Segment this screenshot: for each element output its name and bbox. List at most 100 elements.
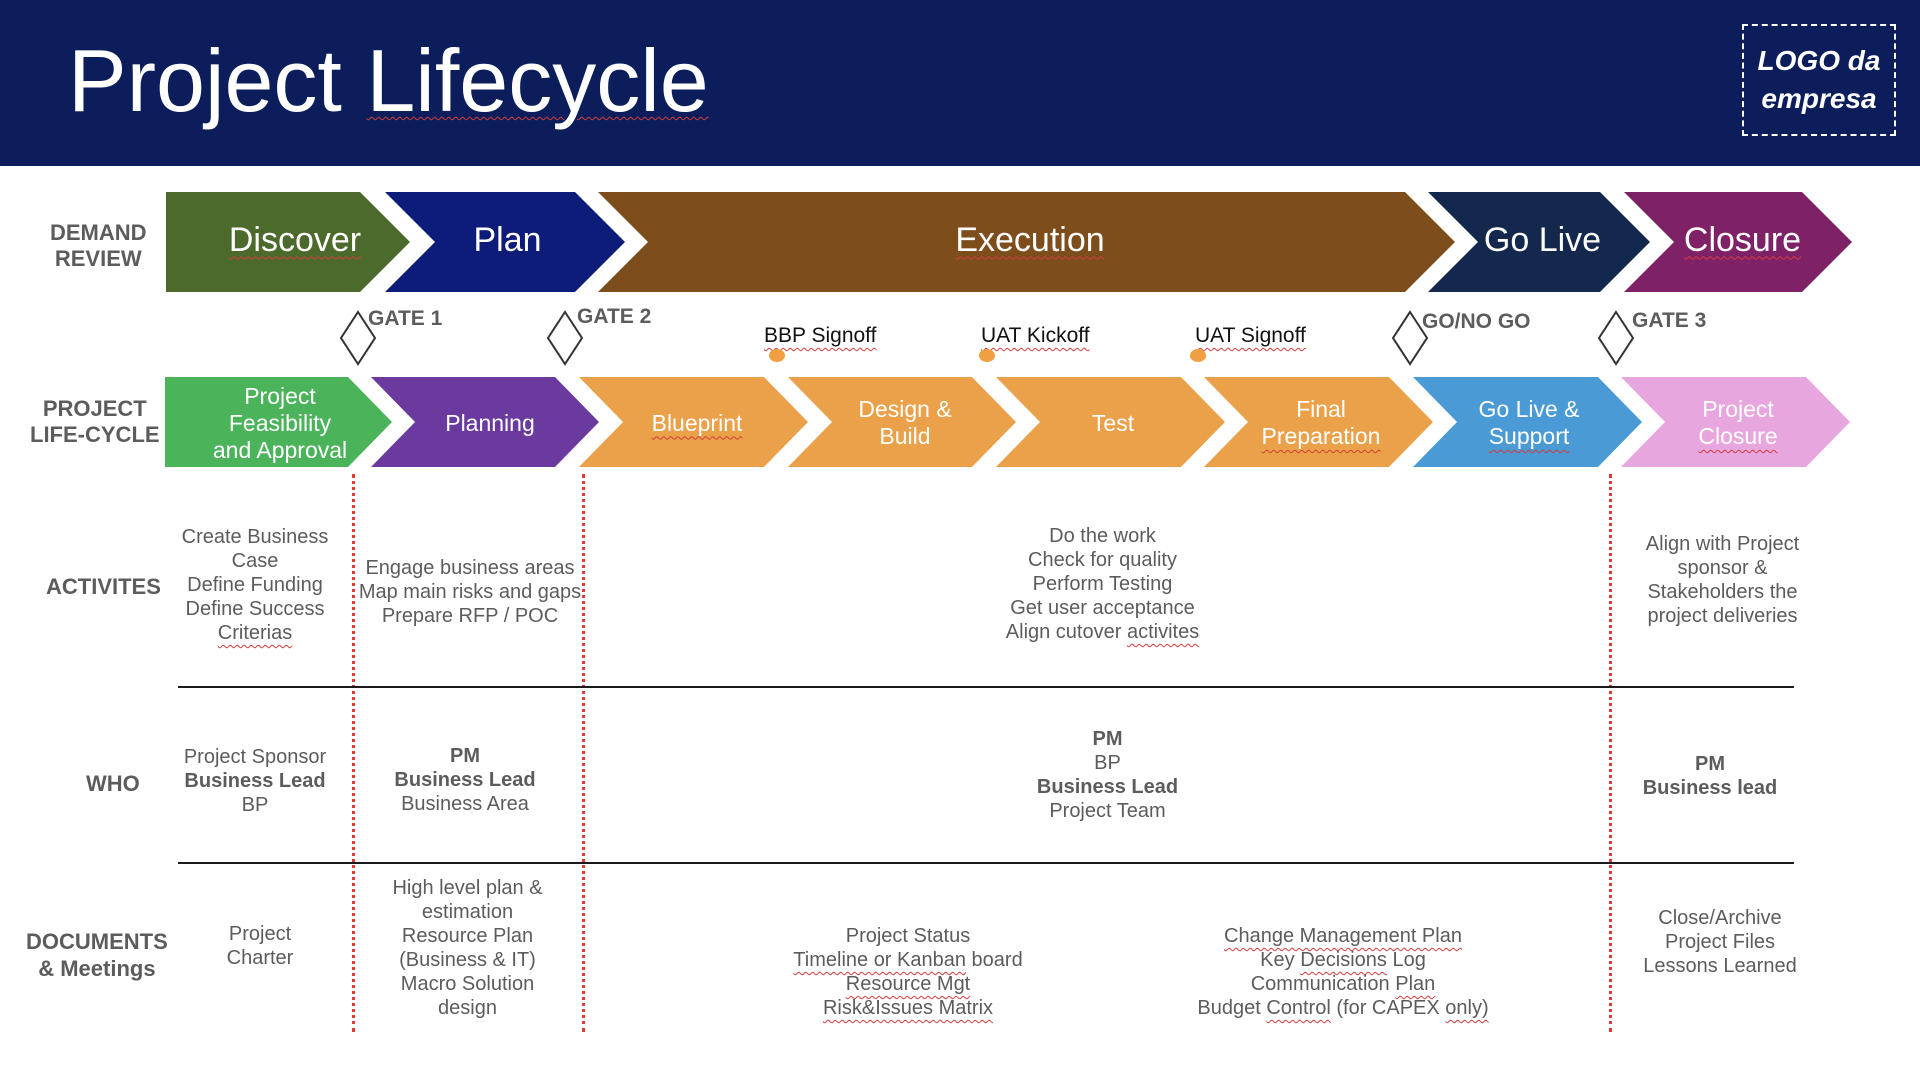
stage-label-planning: Planning — [410, 378, 570, 468]
text-line: Resource Mgt — [845, 973, 971, 995]
text-line: PM — [1695, 753, 1725, 775]
text-line: Get user acceptance — [1010, 597, 1195, 619]
row-label-line: REVIEW — [54, 246, 142, 271]
stage-chevron-planning — [371, 377, 599, 467]
phase-label-text: Go Live — [1483, 220, 1602, 259]
row-separator — [178, 686, 1794, 688]
phase-chevron-closure — [1624, 192, 1852, 292]
text-line: Project Files — [1664, 931, 1776, 953]
gate-label: GATE 3 — [1632, 309, 1707, 332]
gate-label: GATE 1 — [368, 307, 443, 330]
documents-col-2: High level plan & estimation Resource Pl… — [365, 876, 570, 1020]
who-col-1: Project Sponsor Business Lead BP — [155, 745, 355, 817]
text-line: High level plan & — [392, 877, 543, 899]
milestone-dot — [769, 349, 785, 362]
gate-divider-line — [352, 474, 355, 1032]
activities-col-4: Align with Project sponsor & Stakeholder… — [1620, 532, 1825, 628]
stage-label-project-closure: Project Closure — [1658, 378, 1818, 468]
text-line: Align with Project — [1645, 533, 1800, 555]
phase-chevron-execution — [598, 192, 1455, 292]
who-col-2: PM Business Lead Business Area — [365, 744, 565, 816]
who-col-4: PM Business lead — [1620, 752, 1800, 800]
text-line: Business Lead — [394, 769, 536, 791]
logo-line-1: LOGO da — [1757, 45, 1881, 76]
phase-label-text: Plan — [473, 220, 542, 259]
activities-col-3: Do the work Check for quality Perform Te… — [960, 524, 1245, 644]
company-logo: LOGO da empresa — [1742, 24, 1896, 136]
stage-label-line: Design & — [858, 396, 952, 422]
text-line: Project Team — [1049, 800, 1166, 822]
title-banner: Project Lifecycle LOGO da empresa — [0, 0, 1920, 166]
text-line: Perform Testing — [1032, 573, 1173, 595]
text-line: Do the work — [1049, 525, 1156, 547]
stage-chevron-project-closure — [1621, 377, 1850, 467]
phase-label-text: Execution — [955, 220, 1105, 259]
documents-col-1: Project Charter — [200, 922, 320, 970]
text-line: Resource Plan — [401, 925, 534, 947]
stage-chevron-design-build — [788, 377, 1016, 467]
text-line: Risk&Issues Matrix — [822, 997, 994, 1019]
activities-col-2: Engage business areas Map main risks and… — [355, 556, 585, 628]
stage-label-final-preparation: Final Preparation — [1241, 378, 1401, 468]
text-line: Change Management Plan — [1224, 925, 1462, 947]
page-title: Project Lifecycle — [68, 30, 709, 132]
text-line: sponsor & — [1677, 557, 1768, 579]
stage-label-go-live-support: Go Live & Support — [1449, 378, 1609, 468]
row-label-line: PROJECT — [42, 396, 147, 421]
stage-label-line: Test — [1091, 409, 1135, 436]
gate-divider-line — [1609, 474, 1612, 1032]
row-label-documents: DOCUMENTS & Meetings — [26, 928, 168, 982]
text-line: Check for quality — [1028, 549, 1177, 571]
stage-label-blueprint: Blueprint — [617, 378, 777, 468]
stage-label-line: Planning — [445, 409, 535, 436]
milestone-dot — [979, 349, 995, 362]
logo-line-2: empresa — [1761, 83, 1877, 114]
who-col-3: PM BP Business Lead Project Team — [1005, 727, 1210, 823]
documents-col-3: Project Status Timeline or Kanban board … — [778, 924, 1038, 1020]
gate-label: GATE 2 — [577, 305, 652, 328]
stage-label-project-feasibility: Project Feasibility and Approval — [200, 378, 360, 468]
row-label-line: DEMAND — [50, 220, 147, 245]
stage-label-line: Go Live & — [1478, 396, 1580, 422]
text-line: Close/Archive — [1658, 907, 1782, 929]
row-label-demand-review: DEMAND REVIEW — [50, 220, 147, 272]
text-line: Macro Solution — [400, 973, 535, 995]
text-line: Timeline or Kanban board — [793, 949, 1023, 971]
text-line: BP — [1094, 752, 1121, 774]
documents-col-4: Change Management Plan Key Decisions Log… — [1188, 924, 1498, 1020]
text-line: Key Decisions Log — [1260, 949, 1426, 971]
phase-chevron-plan — [385, 192, 625, 292]
phase-chevron-discover — [166, 192, 410, 292]
stage-label-line: Final — [1296, 396, 1346, 422]
stage-label-line: Blueprint — [651, 409, 743, 436]
stage-label-line: and Approval — [212, 436, 348, 463]
stage-chevron-final-preparation — [1204, 377, 1433, 467]
text-line: PM — [1092, 728, 1123, 750]
text-line: Business Lead — [184, 770, 326, 792]
stage-label-line: Project — [244, 382, 316, 409]
phase-label-text: Closure — [1683, 220, 1802, 259]
row-label-project-lifecycle: PROJECT LIFE-CYCLE — [30, 396, 160, 448]
gate-diamond-icon — [1597, 310, 1635, 366]
text-line: Business Lead — [1036, 776, 1179, 798]
row-separator — [178, 862, 1794, 864]
text-line: Create Business — [181, 526, 329, 548]
text-line: Map main risks and gaps — [358, 581, 582, 603]
text-line: Charter — [226, 947, 294, 969]
gate-diamond-icon — [1391, 310, 1429, 366]
phase-label-text: Discover — [228, 220, 362, 259]
text-line: Lessons Learned — [1643, 955, 1797, 977]
text-line: Prepare RFP / POC — [381, 605, 559, 627]
stage-chevron-blueprint — [579, 377, 808, 467]
title-text-underlined: Lifecycle — [366, 31, 709, 130]
stage-chevron-go-live-support — [1413, 377, 1642, 467]
text-line: Business Area — [401, 793, 529, 815]
text-line: Case — [231, 550, 279, 572]
title-text: Project — [68, 31, 367, 130]
text-line: estimation — [421, 901, 514, 923]
text-line: (Business & IT) — [399, 949, 536, 971]
text-line: Project Status — [845, 925, 971, 947]
text-line: Project — [228, 923, 292, 945]
text-line: Business lead — [1642, 777, 1778, 799]
